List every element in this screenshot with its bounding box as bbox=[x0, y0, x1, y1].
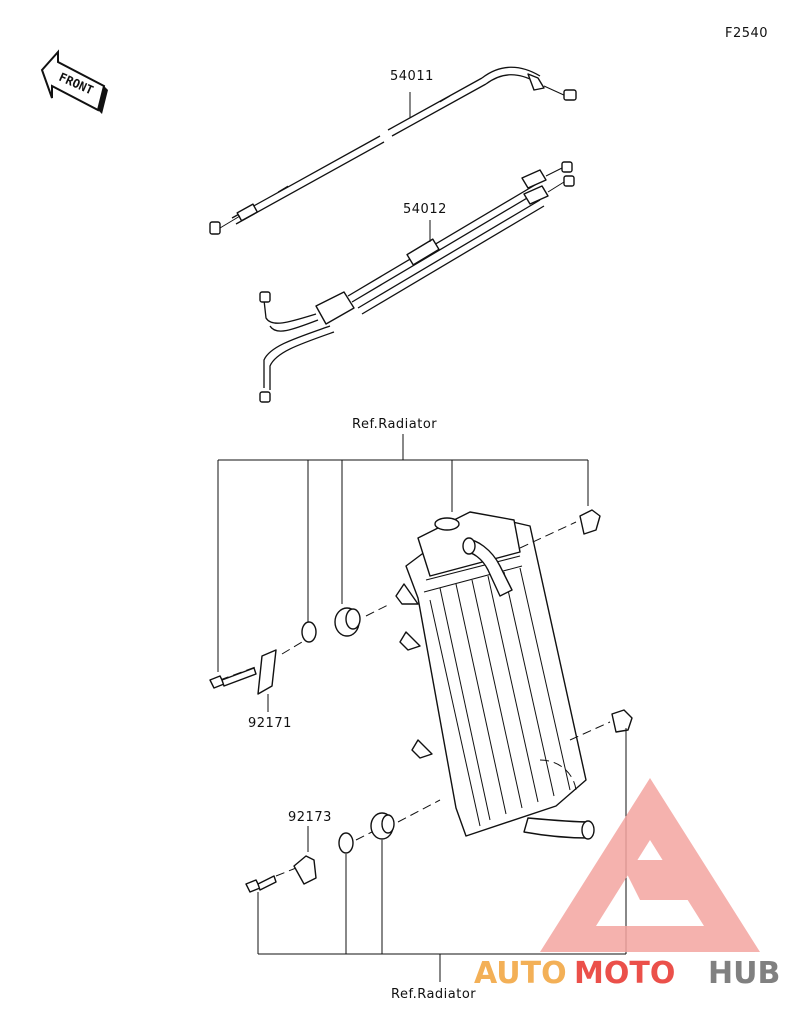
lower-mount-parts: 92173 bbox=[245, 709, 633, 893]
automotohub-watermark: AUTO MOTO HUB bbox=[474, 778, 780, 991]
ref-radiator-top-leader: Ref.Radiator bbox=[217, 417, 589, 672]
watermark-hub: HUB bbox=[708, 956, 780, 991]
front-arrow-icon: FRONT bbox=[40, 49, 108, 114]
label-ref-radiator-bottom: Ref.Radiator bbox=[391, 987, 476, 1002]
upper-mount-parts: 92171 bbox=[209, 509, 601, 731]
label-ref-radiator-top: Ref.Radiator bbox=[352, 417, 437, 432]
watermark-moto: MOTO bbox=[574, 956, 675, 991]
double-cable: 54012 bbox=[259, 161, 575, 403]
label-54011: 54011 bbox=[390, 69, 434, 84]
label-92173: 92173 bbox=[288, 810, 332, 825]
radiator bbox=[395, 511, 595, 840]
label-92171: 92171 bbox=[248, 716, 292, 731]
figure-code: F2540 bbox=[725, 26, 768, 41]
throttle-cable: 54011 bbox=[209, 66, 577, 235]
label-54012: 54012 bbox=[403, 202, 447, 217]
watermark-auto: AUTO bbox=[474, 956, 567, 991]
